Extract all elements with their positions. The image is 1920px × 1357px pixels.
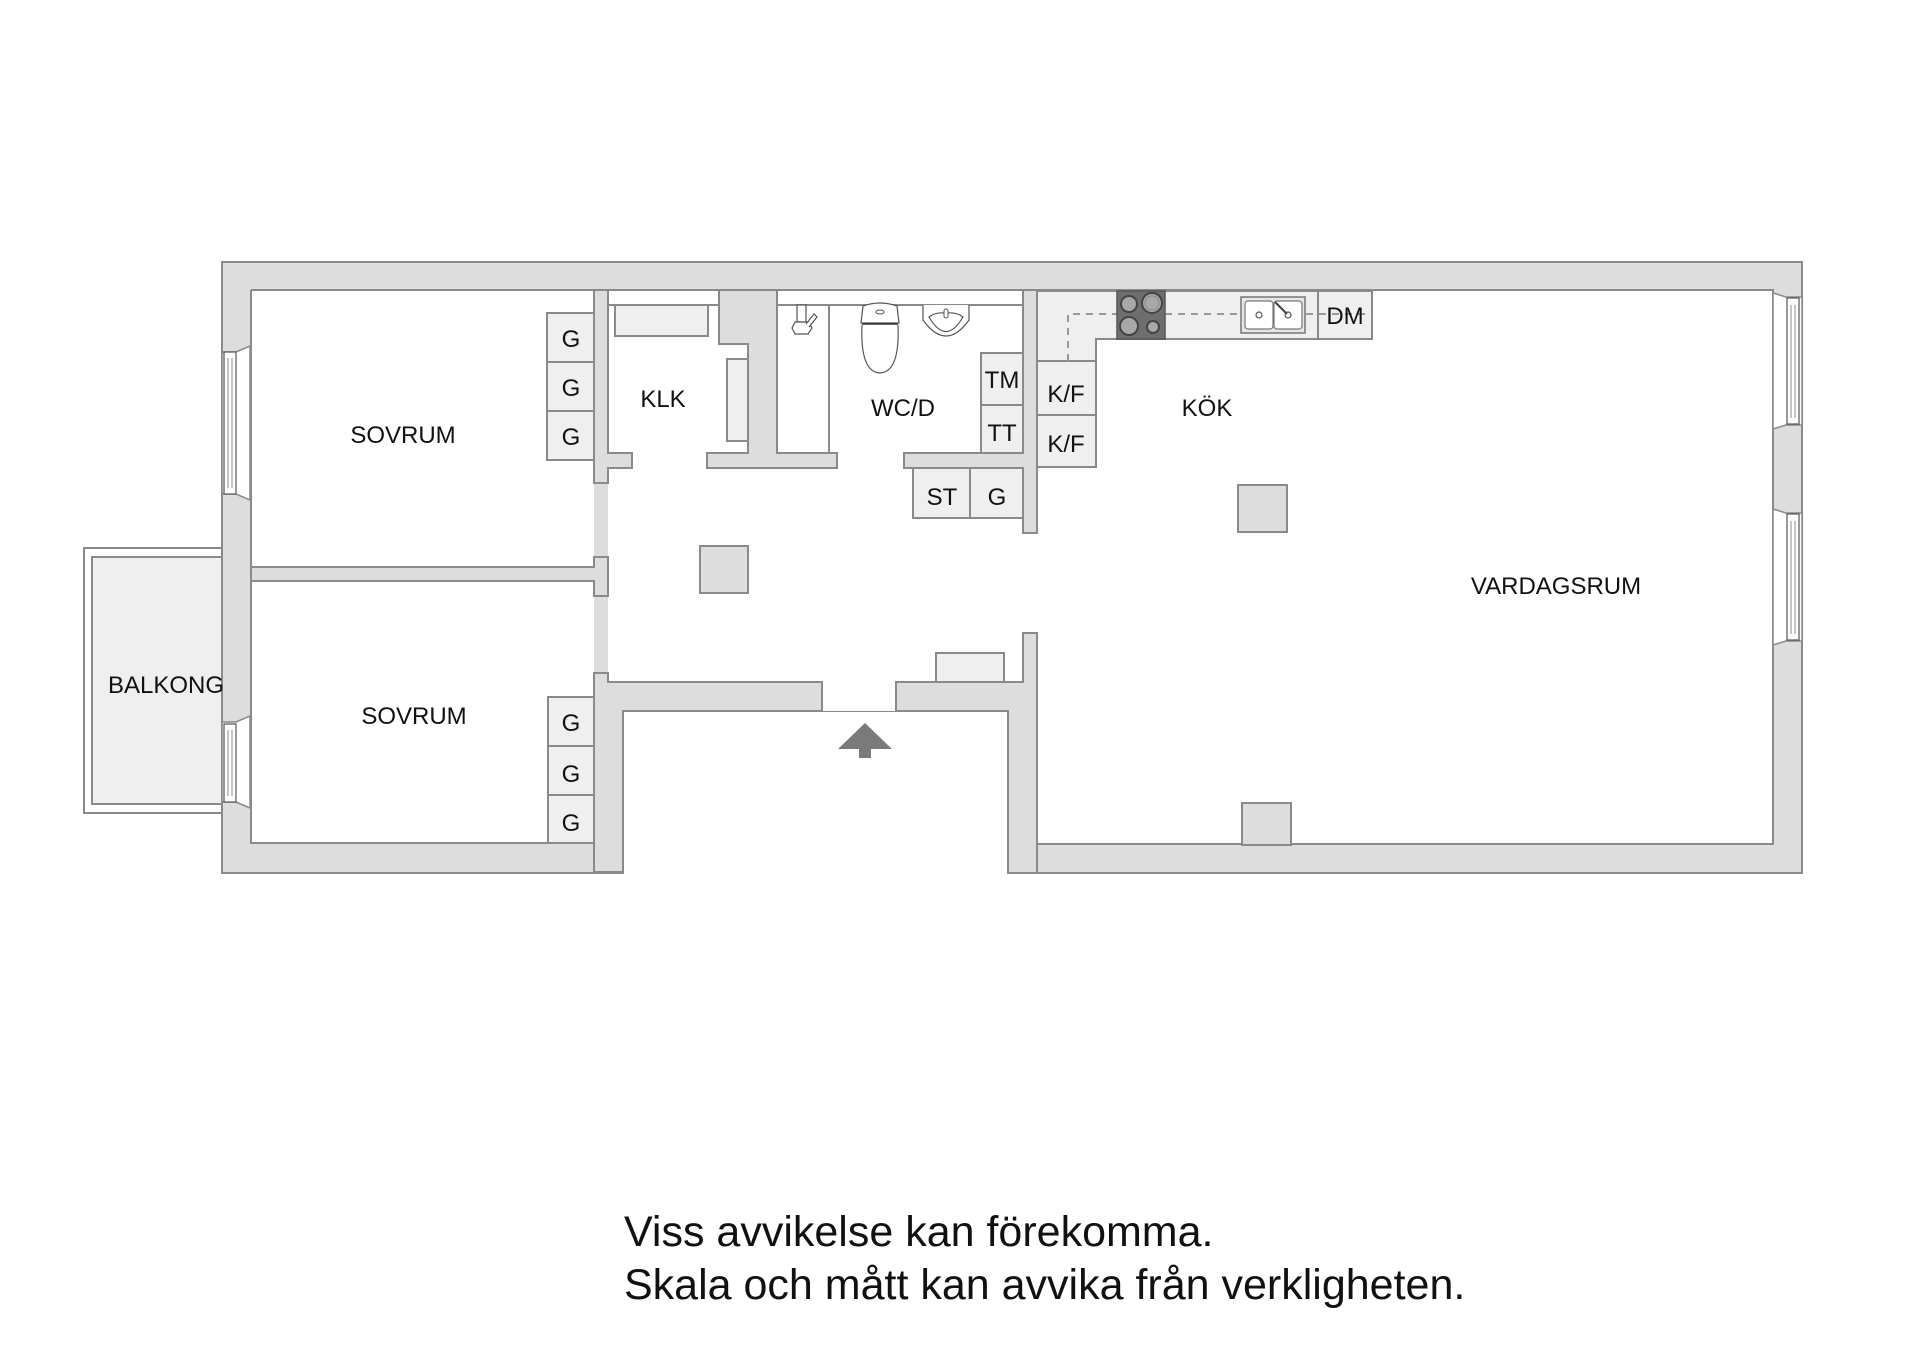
wardrobe-label: G — [562, 375, 581, 402]
window-icon — [221, 291, 1803, 810]
room-label-klk: KLK — [640, 386, 685, 413]
hall-cabinets — [912, 467, 1024, 519]
kitchen-counter — [1036, 290, 1373, 468]
entrance-arrow-icon — [838, 723, 892, 758]
storage-label: ST — [927, 484, 958, 511]
fridge-freezer-label: K/F — [1047, 431, 1084, 458]
shower-icon — [791, 304, 818, 335]
room-label-wcd: WC/D — [871, 395, 935, 422]
dishwasher-label: DM — [1326, 303, 1363, 330]
laundry-cabinets — [980, 352, 1024, 454]
wardrobes-lower — [547, 696, 595, 844]
tumble-dryer-label: TT — [987, 420, 1017, 447]
disclaimer-line-2: Skala och mått kan avvika från verklighe… — [624, 1261, 1466, 1309]
disclaimer-line-1: Viss avvikelse kan förekomma. — [624, 1208, 1214, 1256]
cabinet — [726, 358, 749, 442]
wardrobe-label: G — [562, 761, 581, 788]
wardrobe-label: G — [562, 424, 581, 451]
kitchen-sink-icon — [1240, 296, 1306, 334]
wardrobe-label: G — [562, 810, 581, 837]
bathtub-icon — [614, 304, 709, 337]
room-label-sovrum-upper: SOVRUM — [350, 422, 455, 449]
column — [1237, 484, 1288, 533]
column — [699, 545, 749, 594]
stove-icon — [1116, 290, 1166, 340]
washbasin-icon — [922, 305, 970, 337]
hall-shelf — [935, 652, 1005, 683]
washing-machine-label: TM — [985, 367, 1020, 394]
wardrobe-label: G — [562, 710, 581, 737]
toilet-icon — [860, 302, 900, 374]
wardrobe-label: G — [562, 326, 581, 353]
room-label-kok: KÖK — [1182, 395, 1233, 422]
wardrobes-upper — [546, 312, 595, 461]
room-label-sovrum-lower: SOVRUM — [361, 703, 466, 730]
disclaimer: Viss avvikelse kan förekomma. Skala och … — [624, 1206, 1465, 1312]
room-label-balkong: BALKONG — [108, 672, 224, 699]
wardrobe-label: G — [988, 484, 1007, 511]
fridge-freezer-label: K/F — [1047, 381, 1084, 408]
room-label-vardagsrum: VARDAGSRUM — [1471, 573, 1641, 600]
